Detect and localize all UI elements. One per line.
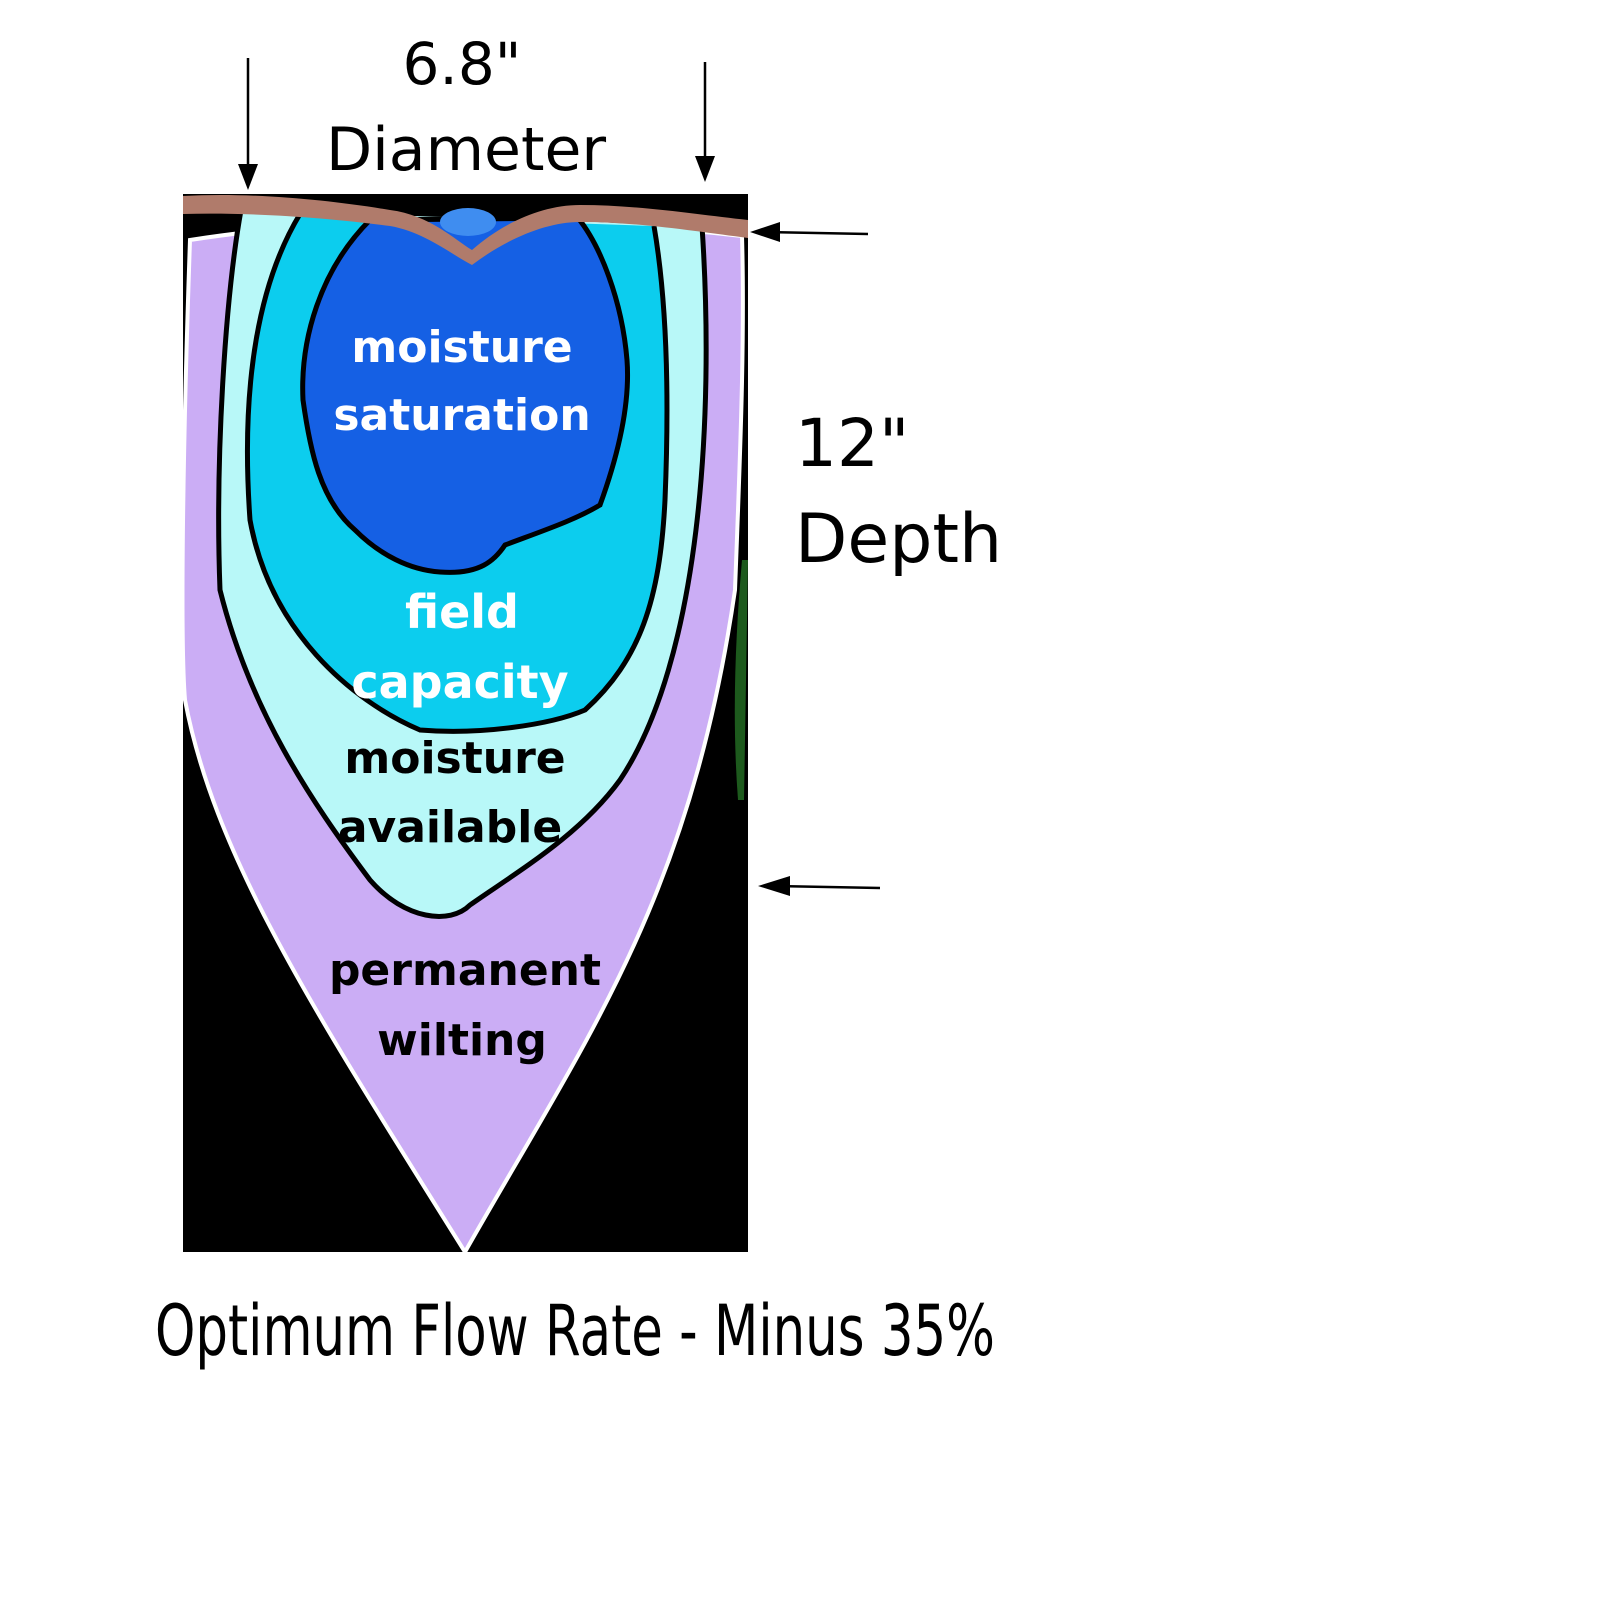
soil-surface xyxy=(183,194,748,265)
zone-moisture-saturation xyxy=(300,215,630,575)
depth-value: 12" xyxy=(795,405,909,482)
depth-label: Depth xyxy=(795,500,1002,579)
diameter-label: Diameter xyxy=(326,115,606,185)
zone-label-available-line2: available xyxy=(338,802,562,853)
depth-arrow-top xyxy=(750,222,869,242)
diameter-arrow-right xyxy=(695,62,715,182)
depth-arrow-bottom xyxy=(758,876,881,896)
zone-label-wilting-line2: wilting xyxy=(377,1015,547,1066)
soil-streak xyxy=(734,560,748,800)
zone-label-wilting-line1: permanent xyxy=(329,945,601,996)
zone-label-field-line1: field xyxy=(405,585,519,639)
diameter-value: 6.8" xyxy=(403,30,522,98)
zone-label-available-line1: moisture xyxy=(344,733,565,784)
caption: Optimum Flow Rate - Minus 35% xyxy=(155,1290,995,1372)
surface-water xyxy=(440,208,496,236)
zone-label-saturation-line1: moisture xyxy=(351,322,572,373)
diameter-arrow-left xyxy=(238,58,258,190)
zone-label-saturation-line2: saturation xyxy=(333,390,590,441)
zone-label-field-line2: capacity xyxy=(351,655,568,709)
